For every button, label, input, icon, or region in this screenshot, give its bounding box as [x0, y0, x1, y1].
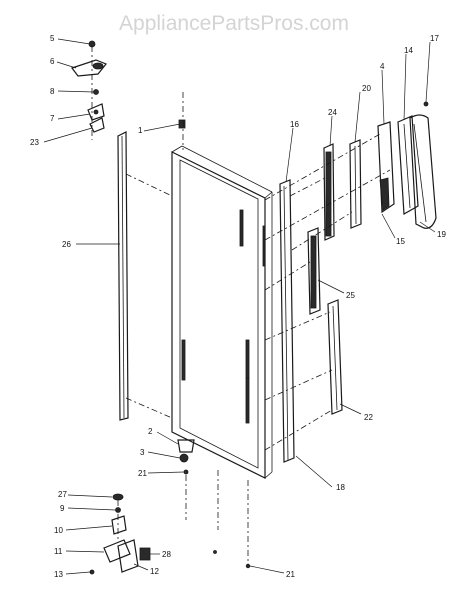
- callout-23: 23: [30, 138, 39, 147]
- lower-hinge-assembly: [89, 493, 151, 575]
- callout-11: 11: [54, 547, 63, 556]
- callout-5: 5: [50, 34, 55, 43]
- callout-14: 14: [404, 46, 413, 55]
- callout-12: 12: [150, 567, 159, 576]
- bracket-14: [397, 115, 419, 215]
- callout-25: 25: [346, 291, 355, 300]
- callout-21-lower: 21: [286, 570, 295, 579]
- callout-22: 22: [364, 413, 373, 422]
- callout-4: 4: [380, 62, 385, 71]
- alignment-lines: [91, 46, 391, 565]
- screw-dots: [213, 101, 429, 569]
- callout-6: 6: [50, 57, 55, 66]
- watermark-text: AppliancePartsPros.com: [119, 12, 349, 35]
- callout-7: 7: [50, 114, 55, 123]
- callout-13: 13: [54, 570, 63, 579]
- side-inserts: [239, 209, 266, 267]
- bracket-4: [377, 121, 395, 214]
- callout-9: 9: [60, 504, 65, 513]
- callout-21-upper: 21: [138, 469, 147, 478]
- callout-1: 1: [138, 126, 143, 135]
- callout-18: 18: [336, 483, 345, 492]
- callout-15: 15: [396, 237, 405, 246]
- gasket-strip: [117, 131, 129, 421]
- callout-20: 20: [362, 84, 371, 93]
- strip-20: [349, 139, 362, 229]
- callout-19: 19: [437, 230, 446, 239]
- callout-labels: 5 6 8 7 23 1 26 16 24 20 4 14 17 15 19 2…: [30, 34, 446, 579]
- leader-lines: [43, 38, 436, 575]
- callout-27: 27: [58, 490, 67, 499]
- door-panel: [171, 145, 273, 479]
- callout-26: 26: [62, 240, 71, 249]
- callout-3: 3: [140, 448, 145, 457]
- callout-16: 16: [290, 120, 299, 129]
- bottom-hinge-upper: [177, 439, 195, 475]
- strip-19: [409, 114, 437, 229]
- callout-24: 24: [328, 108, 337, 117]
- strip-24: [323, 143, 335, 241]
- callout-8: 8: [50, 87, 55, 96]
- top-hinge-assembly: [71, 40, 107, 133]
- callout-17: 17: [430, 34, 439, 43]
- callout-28: 28: [162, 550, 171, 559]
- strip-25: [307, 227, 321, 315]
- strip-22: [327, 299, 343, 415]
- callout-2: 2: [148, 427, 153, 436]
- callout-10: 10: [54, 526, 63, 535]
- strip-16: [279, 179, 295, 463]
